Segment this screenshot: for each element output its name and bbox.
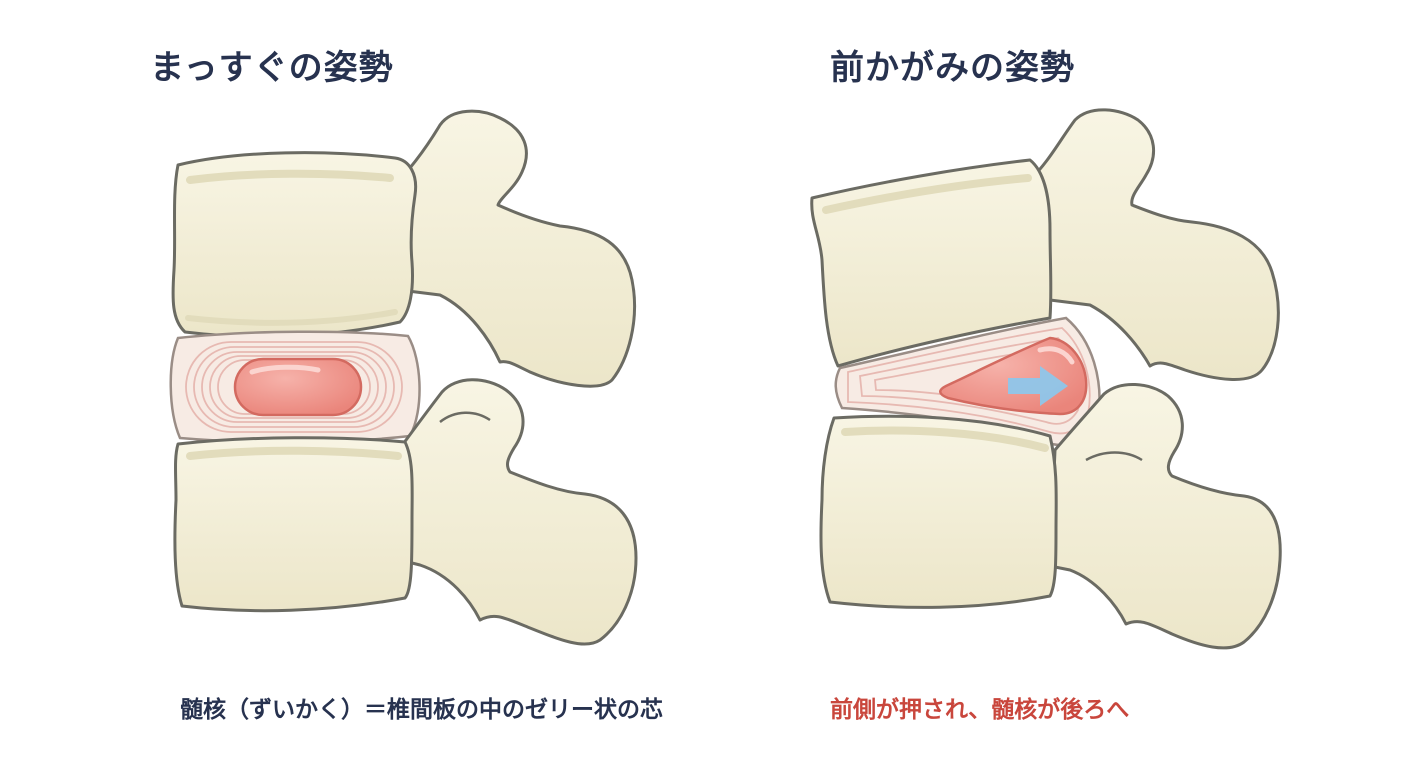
backward-arrow-icon <box>1008 366 1068 406</box>
nucleus-shift-caption: 前側が押され、髄核が後ろへ <box>830 697 1130 723</box>
upper-vertebral-body <box>171 151 418 339</box>
upper-vertebra-process <box>388 109 636 388</box>
nucleus-definition-caption: 髄核（ずいかく）＝椎間板の中のゼリー状の芯 <box>180 697 663 723</box>
bent-posture-title: 前かがみの姿勢 <box>830 48 1075 88</box>
flexed-intervertebral-disc <box>834 316 1101 447</box>
flexed-lower-vertebral-body <box>819 414 1058 609</box>
nucleus-pulposus <box>233 357 363 417</box>
flexed-upper-vertebral-body <box>810 158 1053 368</box>
straight-spine-figure <box>169 109 638 646</box>
lower-vertebral-body <box>173 436 414 613</box>
flexed-upper-vertebra-process <box>1028 108 1280 381</box>
straight-posture-title: まっすぐの姿勢 <box>150 48 394 88</box>
lower-vertebra-process <box>393 378 638 646</box>
flexed-spine-figure <box>810 108 1282 650</box>
straight-intervertebral-disc <box>169 330 421 444</box>
flexed-lower-vertebra-process <box>1048 382 1282 650</box>
